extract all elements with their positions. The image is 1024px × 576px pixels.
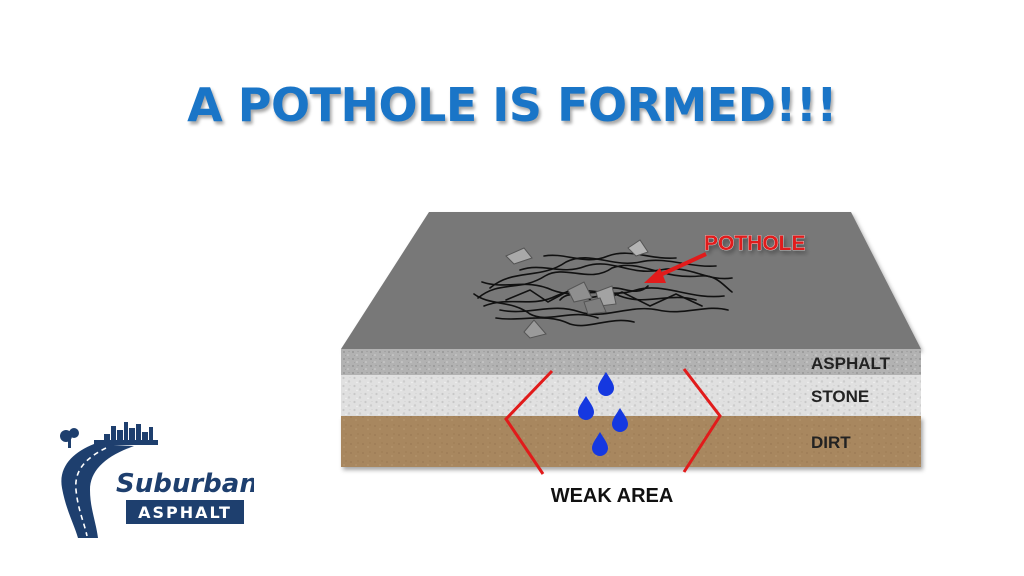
road-surface (341, 212, 921, 349)
dirt-label: DIRT (811, 433, 851, 452)
suburban-asphalt-logo: Suburban ASPHALT (60, 422, 254, 538)
water-drop-icon (598, 372, 614, 396)
logo-subname: ASPHALT (138, 503, 232, 522)
asphalt-layer (341, 349, 921, 375)
asphalt-label: ASPHALT (811, 354, 891, 373)
skyline-icon (94, 422, 158, 445)
pothole-arrow (644, 252, 707, 283)
weak-area-right-bracket (682, 368, 722, 473)
weak-area-label: WEAK AREA (551, 485, 674, 507)
stone-layer (341, 375, 921, 416)
logo-name: Suburban (116, 469, 254, 499)
tree-icon (60, 428, 79, 448)
water-drop-icon (578, 396, 594, 420)
asphalt-chunks (505, 239, 649, 339)
water-drop-icon (612, 408, 628, 432)
stone-label: STONE (811, 387, 869, 406)
pothole-label: POTHOLE (704, 232, 806, 255)
weak-area-left-bracket (504, 369, 554, 475)
water-droplets (578, 372, 628, 456)
logo-banner (126, 500, 244, 524)
dirt-layer (341, 416, 921, 467)
water-drop-icon (592, 432, 608, 456)
page-title: A POTHOLE IS FORMED!!! (187, 78, 837, 132)
road-icon (61, 444, 135, 538)
weak-area-brackets (504, 368, 722, 475)
